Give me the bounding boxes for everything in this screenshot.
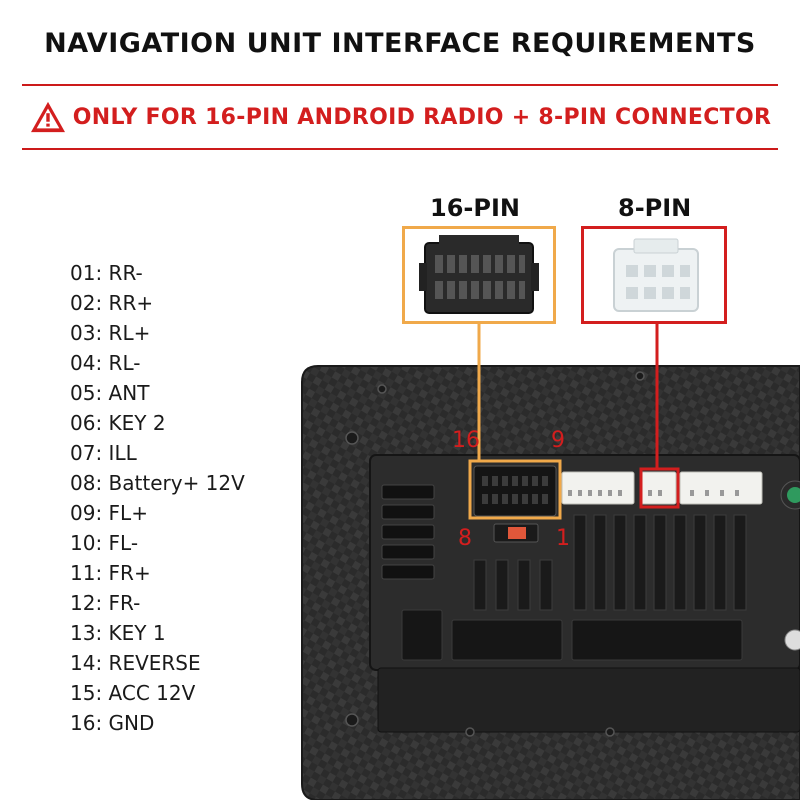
heatsink-fins bbox=[473, 514, 747, 611]
pin-item: 05: ANT bbox=[70, 381, 150, 405]
left-vents bbox=[381, 484, 435, 580]
pin-item: 01: RR- bbox=[70, 261, 143, 285]
white-connectors bbox=[561, 471, 763, 505]
connector-16pin-label: 16-PIN bbox=[430, 194, 520, 222]
page-title: NAVIGATION UNIT INTERFACE REQUIREMENTS bbox=[44, 28, 756, 59]
bottom-rail bbox=[377, 667, 800, 733]
pin-item: 04: RL- bbox=[70, 351, 141, 375]
pin-item: 16: GND bbox=[70, 711, 155, 735]
connector-8pin-box bbox=[581, 226, 727, 324]
lower-vents bbox=[401, 609, 743, 661]
pin-item: 06: KEY 2 bbox=[70, 411, 166, 435]
pin-item: 10: FL- bbox=[70, 531, 139, 555]
highlight-16pin bbox=[468, 459, 562, 520]
pin-marker-9: 9 bbox=[551, 428, 565, 453]
pin-item: 11: FR+ bbox=[70, 561, 151, 585]
warning-banner: ONLY FOR 16-PIN ANDROID RADIO + 8-PIN CO… bbox=[22, 84, 778, 150]
pin-item: 09: FL+ bbox=[70, 501, 148, 525]
pin-item: 12: FR- bbox=[70, 591, 141, 615]
connector-16pin-box bbox=[402, 226, 556, 324]
usb-port bbox=[784, 629, 800, 651]
panel-16pin-holes bbox=[482, 476, 548, 504]
panel-16pin-socket bbox=[473, 465, 557, 517]
pin-marker-16: 16 bbox=[452, 428, 480, 453]
pin-item: 07: ILL bbox=[70, 441, 137, 465]
pin-item: 03: RL+ bbox=[70, 321, 151, 345]
pin-marker-1: 1 bbox=[556, 526, 570, 551]
pin-item: 15: ACC 12V bbox=[70, 681, 196, 705]
warning-text: ONLY FOR 16-PIN ANDROID RADIO + 8-PIN CO… bbox=[72, 104, 772, 130]
pin-list: 01: RR- 02: RR+ 03: RL+ 04: RL- 05: ANT … bbox=[70, 258, 245, 738]
screws bbox=[345, 371, 645, 737]
pin-item: 13: KEY 1 bbox=[70, 621, 166, 645]
pin-marker-8: 8 bbox=[458, 526, 472, 551]
connector-8pin-image bbox=[613, 238, 699, 312]
highlight-8pin bbox=[639, 467, 680, 509]
pin-item: 08: Battery+ 12V bbox=[70, 471, 245, 495]
connector-8pin-label: 8-PIN bbox=[618, 194, 692, 222]
white-connector-pins bbox=[568, 490, 739, 496]
warning-triangle-icon bbox=[30, 101, 65, 133]
connector-16pin-image bbox=[419, 235, 539, 314]
pin-item: 02: RR+ bbox=[70, 291, 154, 315]
pin-item: 14: REVERSE bbox=[70, 651, 201, 675]
